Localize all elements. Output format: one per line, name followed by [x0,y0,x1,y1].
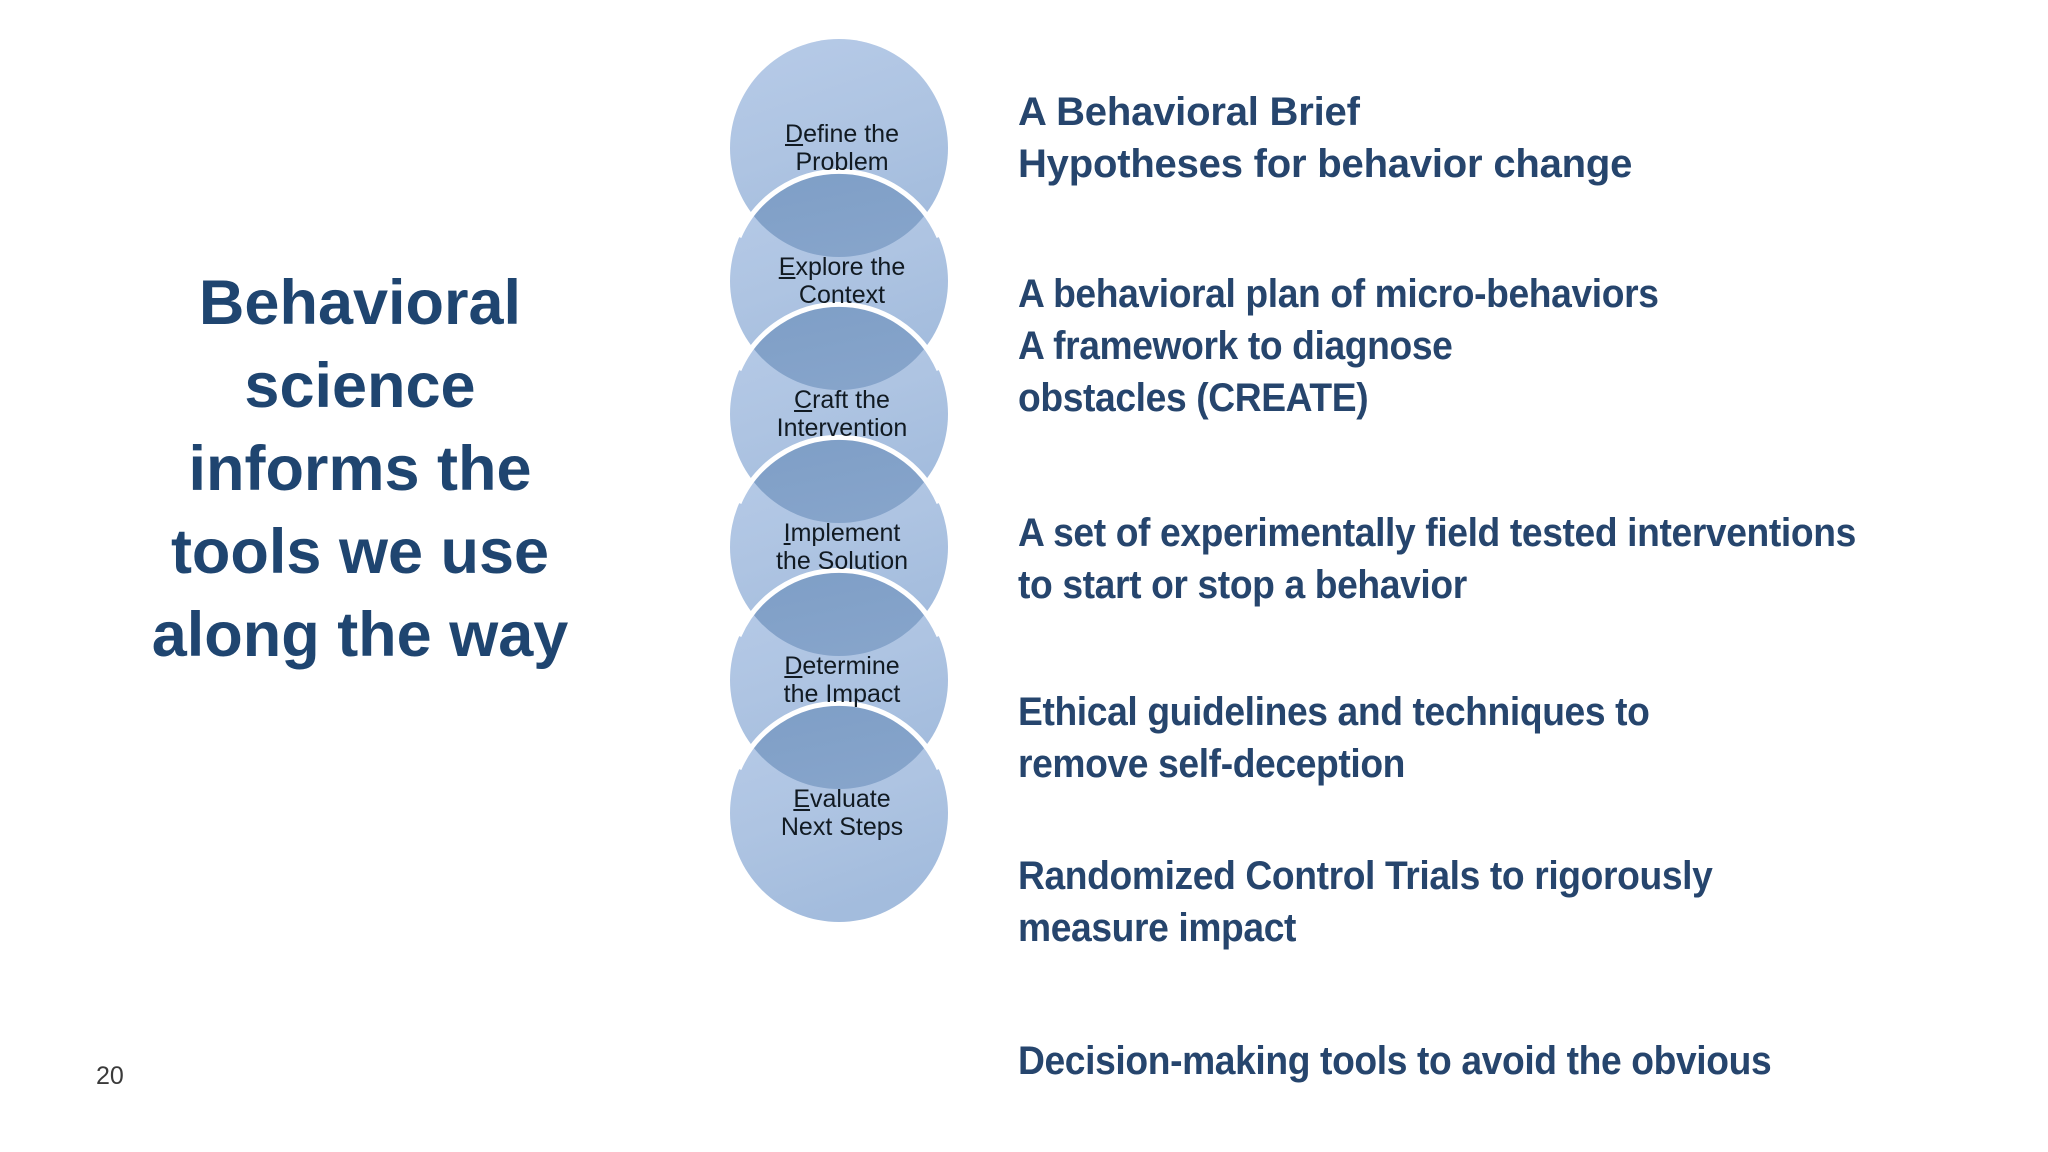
page-title: Behavioral science informs the tools we … [151,268,569,670]
overlap-3-4 [730,438,948,523]
overlap-5-6 [730,704,948,789]
separator-arc-6 [736,700,942,770]
chain-separators [736,168,942,770]
separator-arc-3 [736,301,942,371]
description-explore: A behavioral plan of micro-behaviors A f… [1018,272,1659,420]
process-chain: Define the Problem Explore the Context C… [722,30,962,1142]
overlap-2-3 [730,305,948,390]
overlap-4-5 [730,571,948,656]
overlap-1-2 [730,172,948,257]
description-determine: Randomized Control Trials to rigorously … [1018,854,1713,950]
description-craft: A set of experimentally field tested int… [1018,511,1856,607]
description-define: A Behavioral Brief Hypotheses for behavi… [1018,90,1633,186]
separator-arc-2 [736,168,942,238]
slide-number: 20 [96,1062,124,1090]
separator-arc-5 [736,567,942,637]
separator-arc-4 [736,434,942,504]
process-chain-graphic [730,39,948,922]
description-implement: Ethical guidelines and techniques to rem… [1018,690,1650,786]
chain-overlaps [730,172,948,789]
description-evaluate: Decision-making tools to avoid the obvio… [1018,1039,1772,1083]
